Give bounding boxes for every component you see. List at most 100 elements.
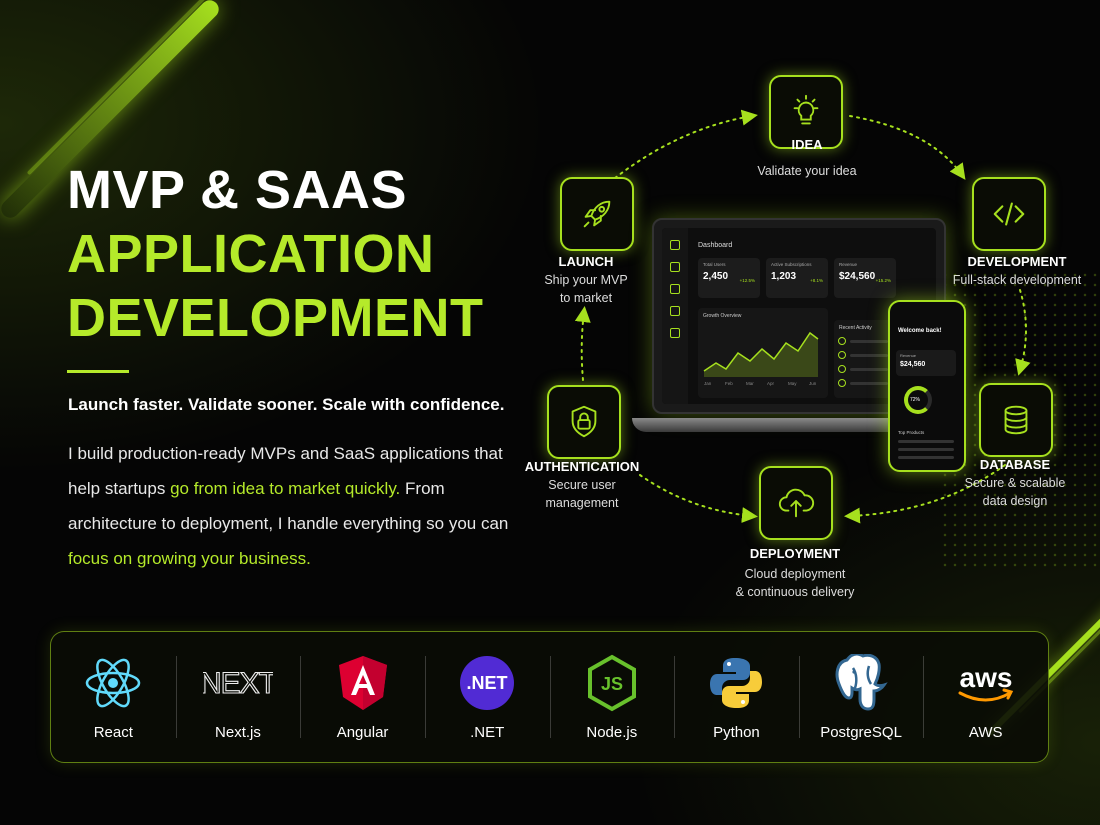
phone-progress-ring [904, 386, 932, 414]
idea-label: IDEA Validate your idea [722, 137, 892, 180]
development-label: DEVELOPMENT Full-stack development [932, 254, 1100, 289]
month-label: Mar [746, 381, 754, 386]
growth-chart: Jan Feb Mar Apr May Jun [703, 331, 819, 386]
recent-activity-card: Recent Activity [834, 320, 892, 398]
phone-top-products: Top Products [898, 430, 925, 435]
lock-shield-icon [571, 405, 597, 438]
activity-row [838, 337, 888, 345]
authentication-title: AUTHENTICATION [524, 459, 640, 474]
idea-sub: Validate your idea [757, 164, 857, 178]
development-sub: Full-stack development [952, 273, 1082, 287]
launch-label: LAUNCH Ship your MVP to market [501, 254, 671, 307]
rocket-icon [583, 200, 611, 228]
kpi-card: Total Users 2,450 +12.5% [698, 258, 760, 298]
tech-label: Node.js [586, 723, 638, 741]
database-node [979, 383, 1053, 457]
tech-nodejs: JS Node.js [549, 632, 675, 762]
month-label: Feb [725, 381, 733, 386]
activity-row [838, 379, 888, 387]
database-label: DATABASE Secure & scalable data design [930, 457, 1100, 510]
heading-line-3: DEVELOPMENT [67, 288, 484, 348]
svg-text:JS: JS [601, 674, 623, 694]
launch-title: LAUNCH [558, 254, 614, 269]
tech-label: Python [713, 723, 760, 741]
month-label: Jan [704, 381, 712, 386]
development-node [972, 177, 1046, 251]
tech-label: PostgreSQL [820, 723, 902, 741]
kpi-value: 2,450 [703, 271, 729, 282]
product-bar [898, 440, 954, 443]
kpi-label: Active Subscriptions [771, 262, 812, 267]
development-title: DEVELOPMENT [967, 254, 1067, 269]
database-icon [1004, 405, 1028, 435]
kpi-card: Revenue $24,560 +15.2% [834, 258, 896, 298]
laptop-base [632, 418, 962, 432]
postgresql-icon [835, 653, 888, 711]
deployment-label: DEPLOYMENT Cloud deployment & continuous… [710, 546, 880, 601]
growth-label: Growth Overview [703, 313, 742, 319]
desc-highlight-2: focus on growing your business. [68, 549, 311, 568]
python-icon [710, 657, 763, 708]
activity-row [838, 351, 888, 359]
month-label: Jun [809, 381, 817, 386]
chart-icon [670, 262, 680, 272]
tech-stack-bar: React NEXT Next.js Angular .NET .NET [50, 631, 1049, 763]
authentication-label: AUTHENTICATION Secure user management [497, 459, 667, 512]
deployment-node [759, 466, 833, 540]
dashboard-title: Dashboard [698, 242, 733, 249]
phone-ring-value: 72% [910, 397, 921, 403]
authentication-node [547, 385, 621, 459]
nodejs-icon: JS [587, 654, 636, 711]
phone-revenue-card: Revenue $24,560 [896, 350, 956, 376]
description: I build production-ready MVPs and SaaS a… [68, 436, 518, 576]
kpi-change: +8.1% [810, 278, 823, 283]
phone-welcome: Welcome back! [898, 328, 942, 334]
tech-label: Angular [336, 723, 389, 741]
launch-sub-1: Ship your MVP [544, 273, 628, 287]
database-title: DATABASE [979, 457, 1051, 472]
heading-line-2: APPLICATION [67, 224, 435, 284]
phone-revenue-value: $24,560 [900, 361, 926, 368]
tech-label: .NET [470, 723, 505, 741]
kpi-label: Total Users [703, 262, 726, 267]
launch-sub-2: to market [559, 291, 613, 305]
tech-nextjs: NEXT Next.js [175, 632, 301, 762]
svg-text:aws: aws [959, 662, 1012, 693]
tech-postgresql: PostgreSQL [798, 632, 924, 762]
heading-underline [67, 370, 129, 373]
desc-text-1: I build production-ready MVPs and SaaS a… [68, 444, 503, 498]
tech-angular: Angular [300, 632, 425, 762]
phone-mockup: Welcome back! Revenue $24,560 72% Top Pr… [888, 300, 966, 472]
home-icon [670, 240, 680, 250]
hero-heading: MVP & SAAS APPLICATION DEVELOPMENT [67, 160, 484, 373]
users-icon [670, 306, 680, 316]
recent-label: Recent Activity [839, 325, 872, 331]
tech-python: Python [674, 632, 799, 762]
nextjs-icon: NEXT [203, 666, 273, 700]
kpi-card: Active Subscriptions 1,203 +8.1% [766, 258, 828, 298]
deployment-title: DEPLOYMENT [749, 546, 841, 561]
code-icon [993, 202, 1025, 226]
svg-text:NEXT: NEXT [203, 667, 273, 700]
kpi-change: +15.2% [875, 278, 891, 283]
svg-text:.NET: .NET [467, 673, 508, 693]
month-label: May [788, 381, 797, 386]
kpi-change: +12.5% [739, 278, 755, 283]
product-bar [898, 448, 954, 451]
phone-revenue-label: Revenue [900, 353, 917, 358]
settings-icon [670, 328, 680, 338]
authentication-sub-1: Secure user [548, 478, 616, 492]
authentication-sub-2: management [545, 496, 619, 510]
angular-icon [338, 655, 387, 710]
kpi-value: 1,203 [771, 271, 797, 282]
database-sub-1: Secure & scalable [964, 476, 1066, 490]
idea-title: IDEA [791, 137, 823, 152]
tech-label: Next.js [215, 723, 261, 741]
tech-label: React [93, 723, 133, 741]
deployment-sub-1: Cloud deployment [744, 567, 846, 581]
aws-icon: aws [958, 662, 1013, 701]
launch-node [560, 177, 634, 251]
product-bar [898, 456, 954, 459]
cloud-upload-icon [778, 488, 815, 518]
tech-dotnet: .NET .NET [424, 632, 550, 762]
